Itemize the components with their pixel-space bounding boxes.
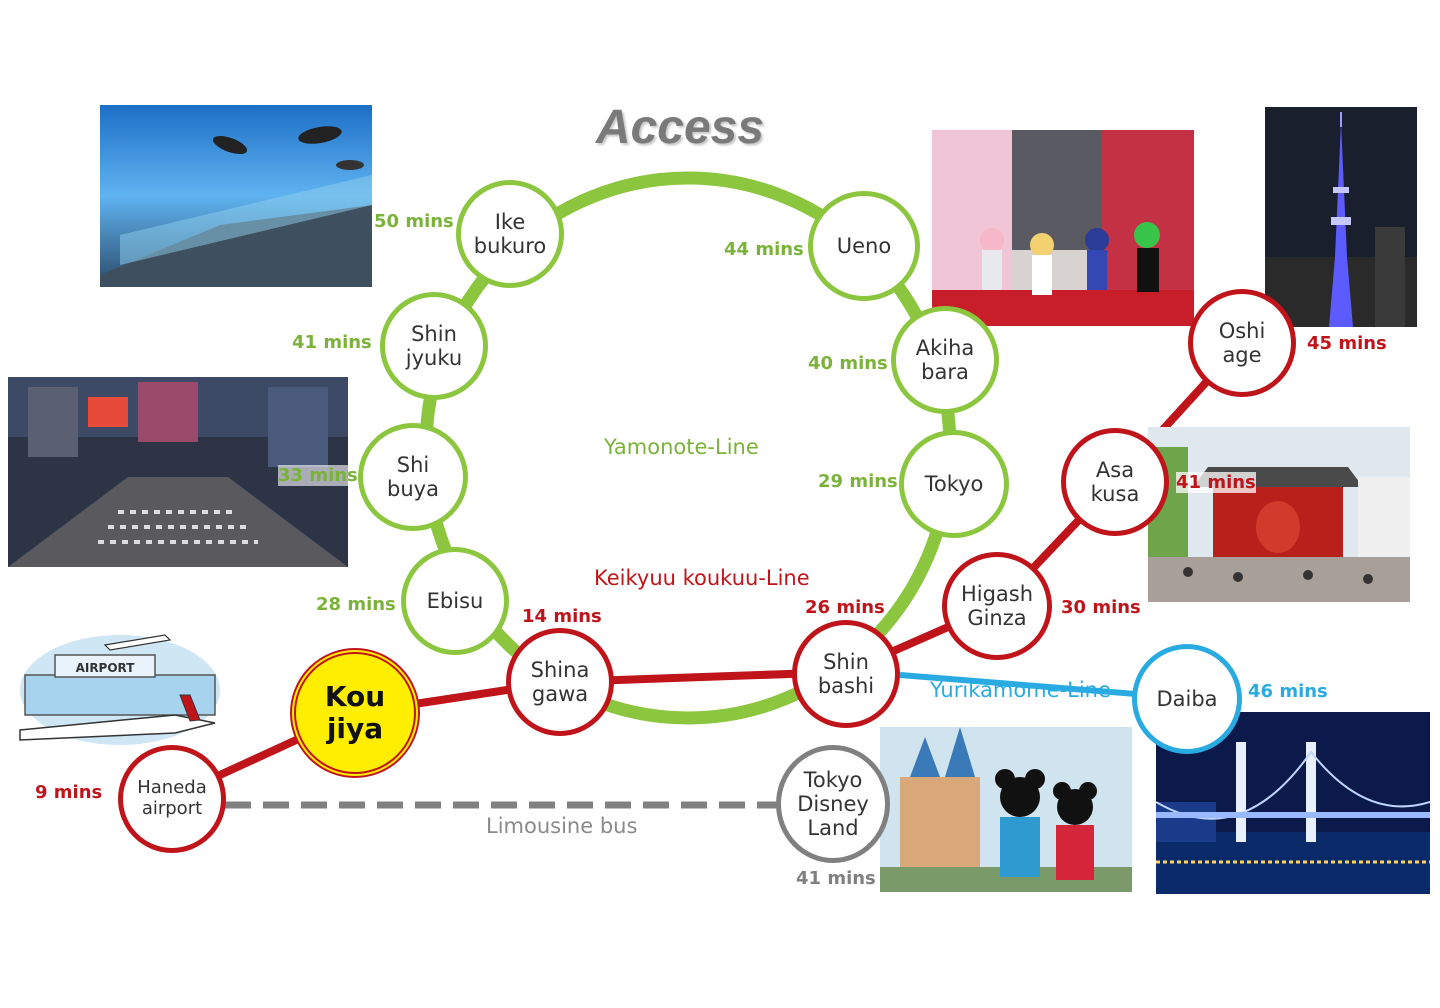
ikebukuro-time: 50 mins xyxy=(374,211,454,232)
cosplay-image xyxy=(932,130,1194,326)
station-daiba[interactable]: Daiba xyxy=(1132,644,1242,754)
station-shinagawa[interactable]: Shina gawa xyxy=(506,628,614,736)
shinagawa-time: 14 mins xyxy=(522,606,602,627)
station-ebisu[interactable]: Ebisu xyxy=(401,547,509,655)
station-shibuya[interactable]: Shi buya xyxy=(358,423,468,531)
haneda-airport-illustration: AIRPORT xyxy=(15,615,225,755)
shibuya-crossing-image xyxy=(8,377,348,567)
station-tokyo-disney-land[interactable]: Tokyo Disney Land xyxy=(776,745,890,863)
station-tokyo[interactable]: Tokyo xyxy=(899,430,1009,538)
airport-image: AIRPORT xyxy=(19,634,220,745)
station-koujiya-name: Kou jiya xyxy=(324,679,386,745)
skytree-photo xyxy=(1265,107,1417,327)
skytree-image xyxy=(1265,107,1417,327)
station-daiba-name: Daiba xyxy=(1156,686,1218,711)
station-higashiginza[interactable]: Higash Ginza xyxy=(942,552,1052,660)
station-shinbashi[interactable]: Shin bashi xyxy=(792,620,900,728)
sensoji-gate-image xyxy=(1148,427,1410,602)
ebisu-time: 28 mins xyxy=(316,594,396,615)
disney-castle-image xyxy=(880,727,1132,892)
station-ueno-name: Ueno xyxy=(836,233,892,258)
ueno-time: 44 mins xyxy=(724,239,804,260)
station-akihabara-name: Akiha bara xyxy=(915,335,975,384)
disney-time: 41 mins xyxy=(796,868,876,889)
shinbashi-time: 26 mins xyxy=(805,597,885,618)
disney-photo xyxy=(880,727,1132,892)
oshiage-time: 45 mins xyxy=(1307,333,1387,354)
station-haneda-name: Haneda airport xyxy=(137,777,207,819)
station-shinjyuku-name: Shin jyuku xyxy=(405,321,463,370)
station-disney-name: Tokyo Disney Land xyxy=(797,767,869,841)
keikyuu-line-label: Keikyuu koukuu-Line xyxy=(594,566,810,590)
station-koujiya-home[interactable]: Kou jiya xyxy=(290,648,420,778)
aquarium-photo xyxy=(100,105,372,287)
station-akihabara[interactable]: Akiha bara xyxy=(891,306,999,414)
station-shinagawa-name: Shina gawa xyxy=(530,657,590,706)
station-oshiage[interactable]: Oshi age xyxy=(1188,289,1296,397)
limousine-bus-label: Limousine bus xyxy=(486,814,638,838)
yamanote-line-label: Yamonote-Line xyxy=(604,435,759,459)
station-shinjyuku[interactable]: Shin jyuku xyxy=(380,292,488,400)
shibuya-time: 33 mins xyxy=(278,465,358,486)
akihabara-photo xyxy=(932,130,1194,326)
station-shibuya-name: Shi buya xyxy=(387,452,439,501)
station-tokyo-name: Tokyo xyxy=(924,471,984,496)
page-title: Access xyxy=(595,101,765,154)
station-ebisu-name: Ebisu xyxy=(426,588,484,613)
station-asakusa-name: Asa kusa xyxy=(1090,457,1140,506)
asakusa-photo xyxy=(1148,427,1410,602)
station-ueno[interactable]: Ueno xyxy=(808,191,920,301)
daiba-time: 46 mins xyxy=(1248,681,1328,702)
tokyo-time: 29 mins xyxy=(818,471,898,492)
yurikamome-line-label: Yurikamome-Line xyxy=(930,678,1111,702)
station-ikebukuro[interactable]: Ike bukuro xyxy=(456,180,564,288)
aquarium-image xyxy=(100,105,372,287)
station-higashiginza-name: Higash Ginza xyxy=(960,581,1034,630)
shinjyuku-time: 41 mins xyxy=(292,332,372,353)
station-asakusa[interactable]: Asa kusa xyxy=(1061,428,1169,536)
shibuya-photo xyxy=(8,377,348,567)
airport-sign-label: AIRPORT xyxy=(76,661,136,675)
station-haneda-airport[interactable]: Haneda airport xyxy=(118,745,226,853)
station-oshiage-name: Oshi age xyxy=(1218,318,1266,367)
haneda-time: 9 mins xyxy=(35,782,103,803)
asakusa-time: 41 mins xyxy=(1176,472,1256,493)
akihabara-time: 40 mins xyxy=(808,353,888,374)
higashiginza-time: 30 mins xyxy=(1061,597,1141,618)
station-shinbashi-name: Shin bashi xyxy=(817,649,875,698)
station-ikebukuro-name: Ike bukuro xyxy=(473,209,547,258)
